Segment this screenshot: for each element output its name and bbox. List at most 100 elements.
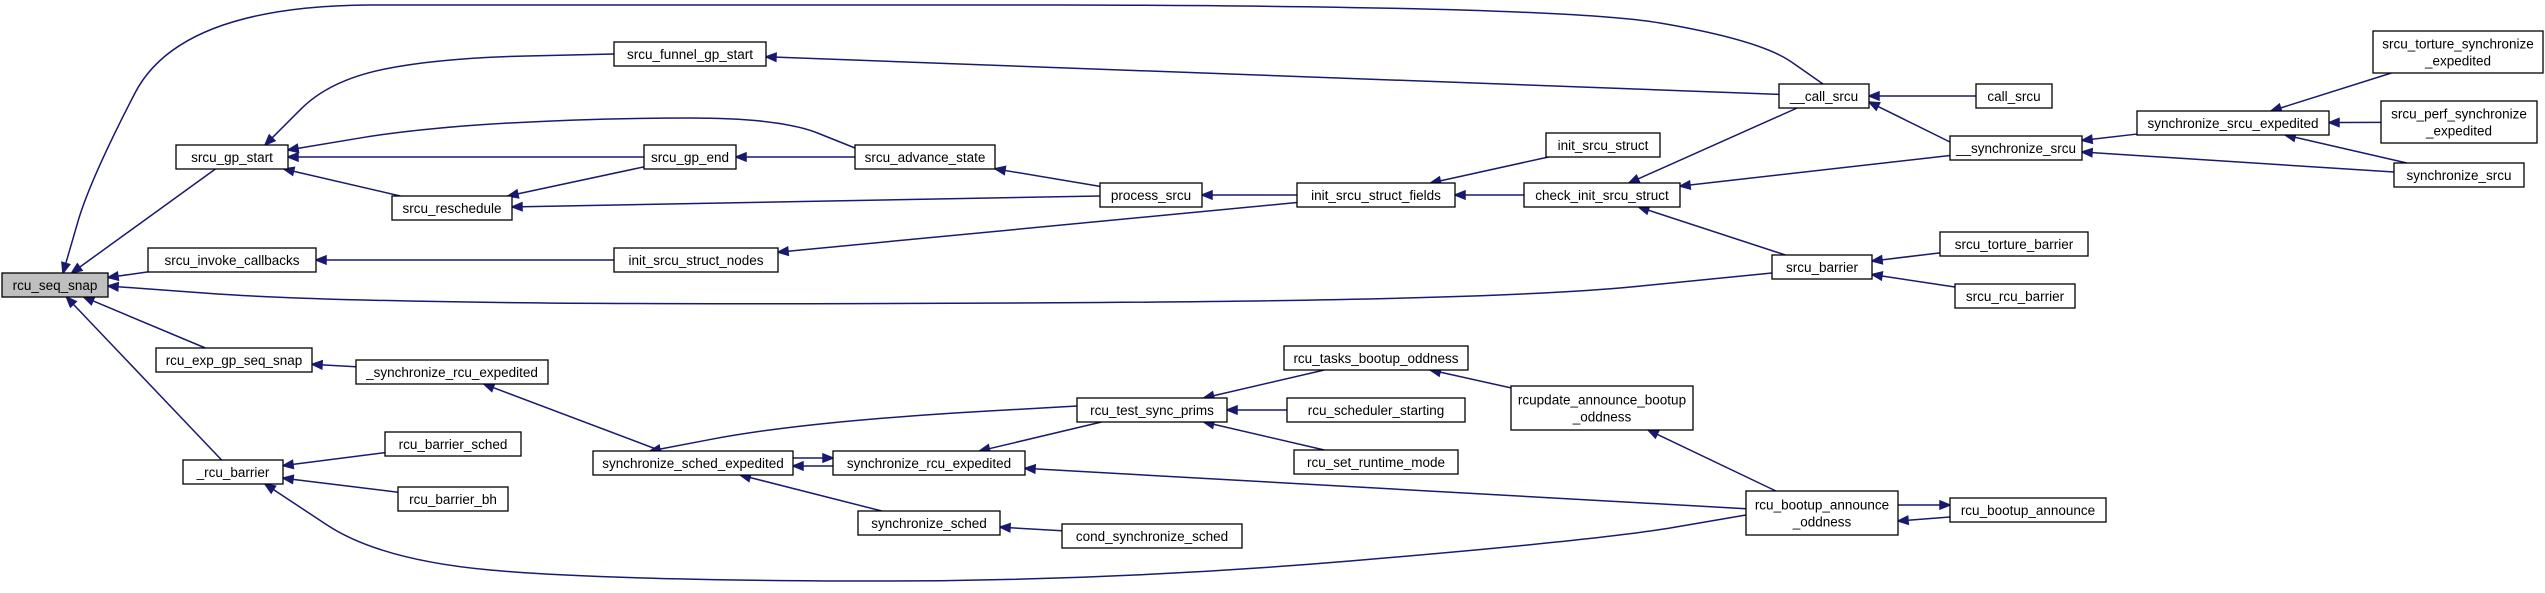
- node-box: [2393, 162, 2525, 188]
- arrowhead: [69, 262, 84, 275]
- edge-synchronize_srcu_expedited-to-__synchronize_srcu: [2079, 133, 2138, 145]
- node-srcu-gp-start[interactable]: srcu_gp_start: [175, 144, 289, 170]
- node-check-init-srcu-struct[interactable]: check_init_srcu_struct: [1523, 182, 1681, 208]
- arrowhead: [1199, 189, 1213, 201]
- node-rcu-seq-snap[interactable]: rcu_seq_snap: [1, 272, 109, 298]
- node-box: [384, 431, 522, 457]
- edge-srcu_barrier-to-rcu_seq_snap: [105, 272, 1773, 305]
- edge-init_srcu_struct-to-init_srcu_struct_fields: [1428, 156, 1549, 186]
- node-label: synchronize_sched_expedited: [602, 456, 784, 471]
- node-label: _expedited: [2424, 54, 2491, 69]
- edge-srcu_funnel_gp_start-to-srcu_gp_start: [263, 53, 615, 147]
- node-rcu-exp-gp-seq-snap[interactable]: rcu_exp_gp_seq_snap: [155, 347, 313, 373]
- edge-init_srcu_struct_fields-to-init_srcu_struct_nodes: [775, 201, 1298, 257]
- node-synchronize-rcu-expedited[interactable]: synchronize_rcu_expedited: [832, 450, 1026, 476]
- node-srcu-gp-end[interactable]: srcu_gp_end: [643, 144, 737, 170]
- edge-srcu_gp_end-to-srcu_gp_start: [285, 151, 644, 163]
- edge-srcu_advance_state-to-srcu_gp_end: [733, 151, 855, 163]
- node-init-srcu-struct-fields[interactable]: init_srcu_struct_fields: [1296, 182, 1456, 208]
- edge-line: [492, 386, 662, 452]
- arrowhead: [822, 452, 836, 464]
- node-cond-synchronize-sched[interactable]: cond_synchronize_sched: [1061, 523, 1243, 549]
- node-label: rcu_test_sync_prims: [1090, 403, 1214, 418]
- node-rcu-scheduler-starting[interactable]: rcu_scheduler_starting: [1286, 397, 1466, 423]
- node-box: [175, 144, 289, 170]
- node-srcu-advance-state[interactable]: srcu_advance_state: [854, 144, 996, 170]
- node-process-srcu[interactable]: process_srcu: [1099, 182, 1203, 208]
- node-srcu-invoke-callbacks[interactable]: srcu_invoke_callbacks: [147, 247, 317, 273]
- node-label: synchronize_srcu_expedited: [2147, 116, 2318, 131]
- node-rcu-test-sync-prims[interactable]: rcu_test_sync_prims: [1076, 397, 1228, 423]
- node-init-srcu-struct-nodes[interactable]: init_srcu_struct_nodes: [613, 247, 779, 273]
- edge-line: [72, 303, 223, 461]
- node-synchronize-sched[interactable]: synchronize_sched: [857, 510, 1001, 536]
- node-label: rcu_bootup_announce: [1755, 498, 1889, 513]
- node-call-srcu[interactable]: call_srcu: [1975, 83, 2053, 109]
- edge-__call_srcu-to-check_init_srcu_struct: [1627, 107, 1798, 184]
- arrowhead: [105, 281, 120, 292]
- node-srcu-rcu-barrier[interactable]: srcu_rcu_barrier: [1954, 283, 2076, 309]
- node---synchronize-srcu[interactable]: __synchronize_srcu: [1949, 135, 2083, 161]
- node-box: [1771, 254, 1873, 280]
- node-box: [2136, 110, 2330, 136]
- node-rcu-bootup-announce-oddness[interactable]: rcu_bootup_announce_oddness: [1745, 490, 1899, 536]
- node-srcu-torture-barrier[interactable]: srcu_torture_barrier: [1939, 231, 2089, 257]
- node-rcu-set-runtime-mode[interactable]: rcu_set_runtime_mode: [1293, 449, 1459, 475]
- edge-line: [1881, 275, 1956, 288]
- edge-srcu_reschedule-to-srcu_gp_start: [281, 166, 401, 197]
- edge-__synchronize_srcu-to-check_init_srcu_struct: [1677, 154, 1951, 191]
- edge-__synchronize_srcu-to-__call_srcu: [1867, 101, 1951, 143]
- edge-line: [272, 488, 1747, 582]
- arrowhead: [263, 482, 277, 495]
- node-box: [1286, 397, 1466, 423]
- node-label: _rcu_barrier: [196, 465, 270, 480]
- arrowhead: [2326, 117, 2340, 128]
- node-box: [355, 359, 549, 385]
- node-box: [1939, 231, 2089, 257]
- node-box: [2380, 100, 2538, 144]
- node-srcu-torture-synchronize-expedited[interactable]: srcu_torture_synchronize_expedited: [2372, 30, 2544, 74]
- arrowhead: [997, 522, 1012, 533]
- node-box: [1, 272, 109, 298]
- edge-rcu_exp_gp_seq_snap-to-rcu_seq_snap: [81, 296, 206, 349]
- edge-line: [292, 478, 399, 493]
- node-rcu-barrier-bh[interactable]: rcu_barrier_bh: [397, 486, 509, 512]
- node-synchronize-srcu-expedited[interactable]: synchronize_srcu_expedited: [2136, 110, 2330, 136]
- edge-rcupdate_announce_bootup_oddness-to-rcu_tasks_bootup_oddness: [1428, 367, 1512, 389]
- node-box: [857, 510, 1001, 536]
- node-label: rcu_barrier_sched: [399, 437, 508, 452]
- arrowhead: [106, 270, 120, 282]
- arrowhead: [1867, 101, 1881, 112]
- node-label: srcu_gp_end: [651, 150, 729, 165]
- node-box: [1293, 449, 1459, 475]
- node-synchronize-sched-expedited[interactable]: synchronize_sched_expedited: [592, 450, 794, 476]
- edge-line: [1439, 371, 1512, 389]
- node-label: init_srcu_struct_fields: [1311, 188, 1441, 203]
- node-rcu-bootup-announce[interactable]: rcu_bootup_announce: [1949, 497, 2107, 523]
- node-label: synchronize_rcu_expedited: [847, 456, 1011, 471]
- node-srcu-funnel-gp-start[interactable]: srcu_funnel_gp_start: [613, 41, 767, 67]
- node-label: __synchronize_srcu: [1955, 141, 2076, 156]
- node-srcu-perf-synchronize-expedited[interactable]: srcu_perf_synchronize_expedited: [2380, 100, 2538, 144]
- node--synchronize-rcu-expedited[interactable]: _synchronize_rcu_expedited: [355, 359, 549, 385]
- node-srcu-barrier[interactable]: srcu_barrier: [1771, 254, 1873, 280]
- node-init-srcu-struct[interactable]: init_srcu_struct: [1545, 132, 1661, 158]
- edge-line: [1213, 369, 1325, 397]
- node-synchronize-srcu[interactable]: synchronize_srcu: [2393, 162, 2525, 188]
- node-rcupdate-announce-bootup-oddness[interactable]: rcupdate_announce_bootup_oddness: [1510, 385, 1694, 431]
- node-label: srcu_advance_state: [865, 150, 986, 165]
- edge-line: [1689, 154, 1951, 186]
- arrowhead: [993, 165, 1007, 176]
- node--rcu-barrier[interactable]: _rcu_barrier: [182, 459, 284, 485]
- edge-synchronize_rcu_expedited-to-synchronize_sched_expedited: [790, 460, 833, 472]
- edge-line: [1881, 252, 1941, 261]
- node-box: [643, 144, 737, 170]
- node-rcu-barrier-sched[interactable]: rcu_barrier_sched: [384, 431, 522, 457]
- node-srcu-reschedule[interactable]: srcu_reschedule: [391, 195, 513, 221]
- node---call-srcu[interactable]: __call_srcu: [1778, 83, 1870, 109]
- arrowhead: [280, 459, 295, 470]
- node-rcu-tasks-bootup-oddness[interactable]: rcu_tasks_bootup_oddness: [1283, 345, 1469, 371]
- edge-line: [989, 421, 1102, 450]
- node-label: rcu_barrier_bh: [409, 492, 497, 507]
- node-label: srcu_rcu_barrier: [1966, 289, 2065, 304]
